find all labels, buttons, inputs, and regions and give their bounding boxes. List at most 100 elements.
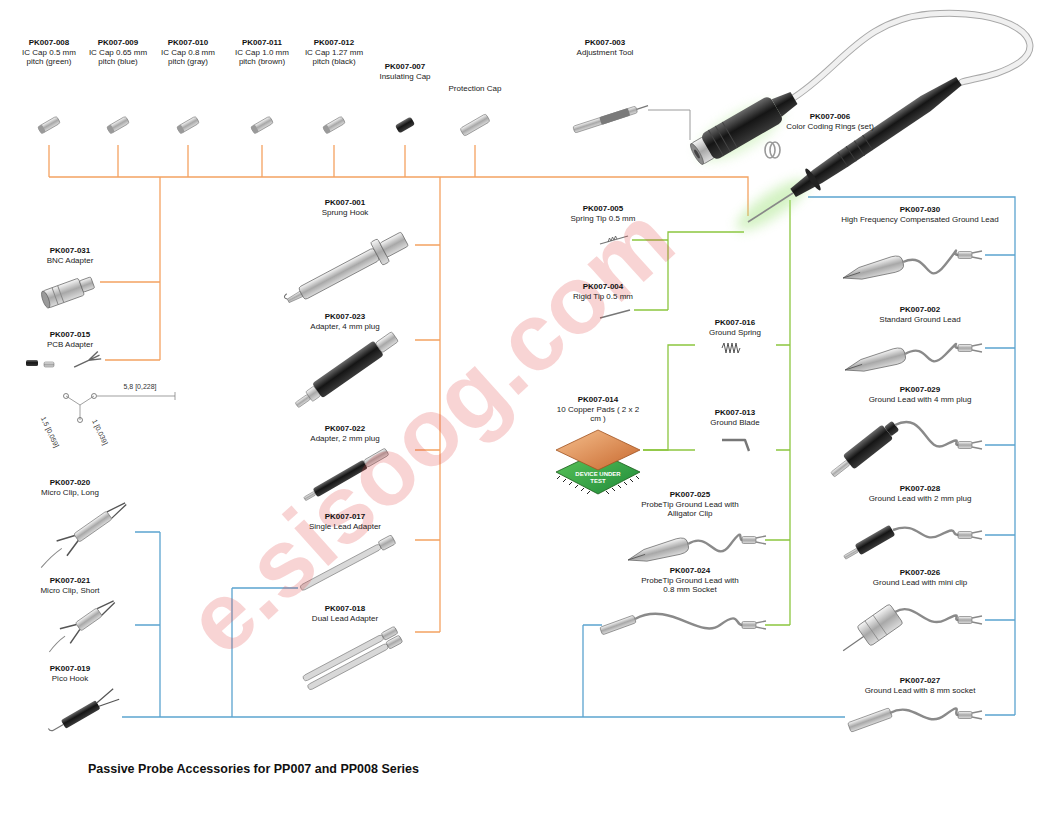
part-number: PK007-015 [15, 330, 125, 340]
watermark: e.sisoog.com [165, 184, 695, 676]
accessory-label: PK007-017Single Lead Adapter [275, 512, 415, 533]
protection-cap [460, 114, 490, 137]
ground-leads-part [958, 344, 982, 352]
part-description: Ground Lead with 2 mm plug [830, 494, 1010, 504]
part-number: PK007-022 [275, 424, 415, 434]
adapter-4mm-part [312, 341, 384, 399]
accessory-label: PK007-005Spring Tip 0.5 mm [553, 204, 653, 225]
part-description: Standard Ground Lead [830, 315, 1010, 325]
ground-leads-part-part [600, 615, 637, 635]
ic-caps-part [37, 116, 60, 134]
part-number: PK007-017 [275, 512, 415, 522]
part-description: BNC Adapter [15, 256, 125, 266]
ground-leads-part-part [848, 708, 893, 732]
part-number: PK007-007 [375, 62, 435, 72]
micro-clip-short-part [75, 608, 102, 631]
pcb-adapter-part-part [72, 352, 101, 371]
ground-leads-part [742, 621, 766, 629]
probe-part-part [688, 142, 705, 166]
ground-spring-part [722, 343, 740, 353]
part-number: PK007-026 [830, 568, 1010, 578]
part-number: PK007-031 [15, 246, 125, 256]
accessory-label: Protection Cap [444, 84, 506, 96]
part-number: PK007-025 [640, 490, 740, 500]
ground-blade-part [722, 440, 749, 451]
part-number: PK007-010 [159, 38, 217, 48]
micro-clip-long-part [74, 511, 113, 542]
pcb-adapter-part [97, 392, 175, 400]
accessory-label: PK007-029Ground Lead with 4 mm plug [830, 385, 1010, 406]
ground-blade [722, 440, 749, 451]
part-number: PK007-001 [275, 198, 415, 208]
part-number: PK007-019 [15, 664, 125, 674]
part-description: High Frequency Compensated Ground Lead [830, 215, 1010, 225]
part-number: PK007-018 [275, 604, 415, 614]
ground-leads-part [903, 251, 958, 274]
accessory-label: PK007-025ProbeTip Ground Lead with Allig… [640, 490, 740, 521]
adjustment-tool-part-part [599, 108, 630, 125]
part-number: PK007-014 [553, 395, 643, 405]
part-description: ProbeTip Ground Lead with 0.8 mm Socket [640, 576, 740, 595]
adjustment-tool-part [573, 102, 650, 134]
accessory-label: PK007-010IC Cap 0.8 mm pitch (gray) [159, 38, 217, 69]
accessory-label: PK007-022Adapter, 2 mm plug [275, 424, 415, 445]
accessory-label: PK007-015PCB Adapter [15, 330, 125, 351]
part-description: IC Cap 0.5 mm pitch (green) [20, 48, 78, 67]
part-description: Ground Lead with mini clip [830, 578, 1010, 588]
blue-bracket-part [808, 197, 1015, 715]
pcb-adapter-part [64, 394, 69, 399]
accessory-label: PK007-018Dual Lead Adapter [275, 604, 415, 625]
probe-part [790, 13, 1030, 100]
pcb-adapter-part [44, 362, 54, 367]
device-under-test-part [556, 430, 640, 470]
accessory-label: PK007-001Sprung Hook [275, 198, 415, 219]
probe-part [790, 13, 1030, 100]
ground-leads-part [688, 535, 742, 552]
accessory-label: PK007-002Standard Ground Lead [830, 305, 1010, 326]
part-description: Micro Clip, Short [15, 586, 125, 596]
ground-leads-part-part [844, 548, 859, 559]
accessory-label: PK007-021Micro Clip, Short [15, 576, 125, 597]
part-number: PK007-029 [830, 385, 1010, 395]
part-description: Sprung Hook [275, 208, 415, 218]
probe-part-part [772, 89, 799, 116]
part-number: PK007-004 [553, 282, 653, 292]
ic-caps-part [250, 116, 273, 134]
ground-leads-part [893, 528, 958, 538]
part-number: PK007-023 [275, 312, 415, 322]
blue-bracket-part [583, 625, 602, 717]
sprung-hook [281, 227, 411, 313]
adapter-4mm-part [295, 394, 311, 408]
accessory-label: PK007-027Ground Lead with 8 mm socket [830, 676, 1010, 697]
ground-leads-part [958, 531, 982, 539]
sprung-hook-part [283, 294, 289, 300]
part-description: IC Cap 1.0 mm pitch (brown) [232, 48, 292, 67]
adjustment-tool-part [648, 110, 690, 140]
part-description: Dual Lead Adapter [275, 614, 415, 624]
accessory-label: PK007-006Color Coding Rings (set) [780, 112, 880, 133]
adjustment-tool-part-part [637, 106, 648, 110]
accessory-label: PK007-011IC Cap 1.0 mm pitch (brown) [232, 38, 292, 69]
part-number: PK007-013 [695, 408, 775, 418]
part-description: Ground Lead with 8 mm socket [830, 686, 1010, 696]
accessory-label: PK007-020Micro Clip, Long [15, 478, 125, 499]
bnc-adapter-part [40, 290, 52, 309]
ground-connection [643, 449, 695, 450]
part-description: Adapter, 4 mm plug [275, 322, 415, 332]
micro-clip-short [42, 594, 119, 656]
part-description: Single Lead Adapter [275, 522, 415, 532]
dimension: 5,8 [0,228] [123, 383, 156, 390]
micro-clip-short-part [97, 598, 116, 615]
pcb-adapter-part [66, 396, 94, 420]
ground-leads-part [958, 251, 982, 259]
part-description: IC Cap 0.8 mm pitch (gray) [159, 48, 217, 67]
ground-leads-part-part [843, 636, 863, 650]
sprung-hook-part [298, 248, 380, 300]
ground-leads-part [958, 441, 982, 449]
dimension: 1,5 [0,059] [40, 416, 60, 449]
ground-leads-part-part [855, 525, 896, 555]
sprung-hook-part [287, 291, 303, 303]
ground-leads-part [958, 711, 982, 719]
